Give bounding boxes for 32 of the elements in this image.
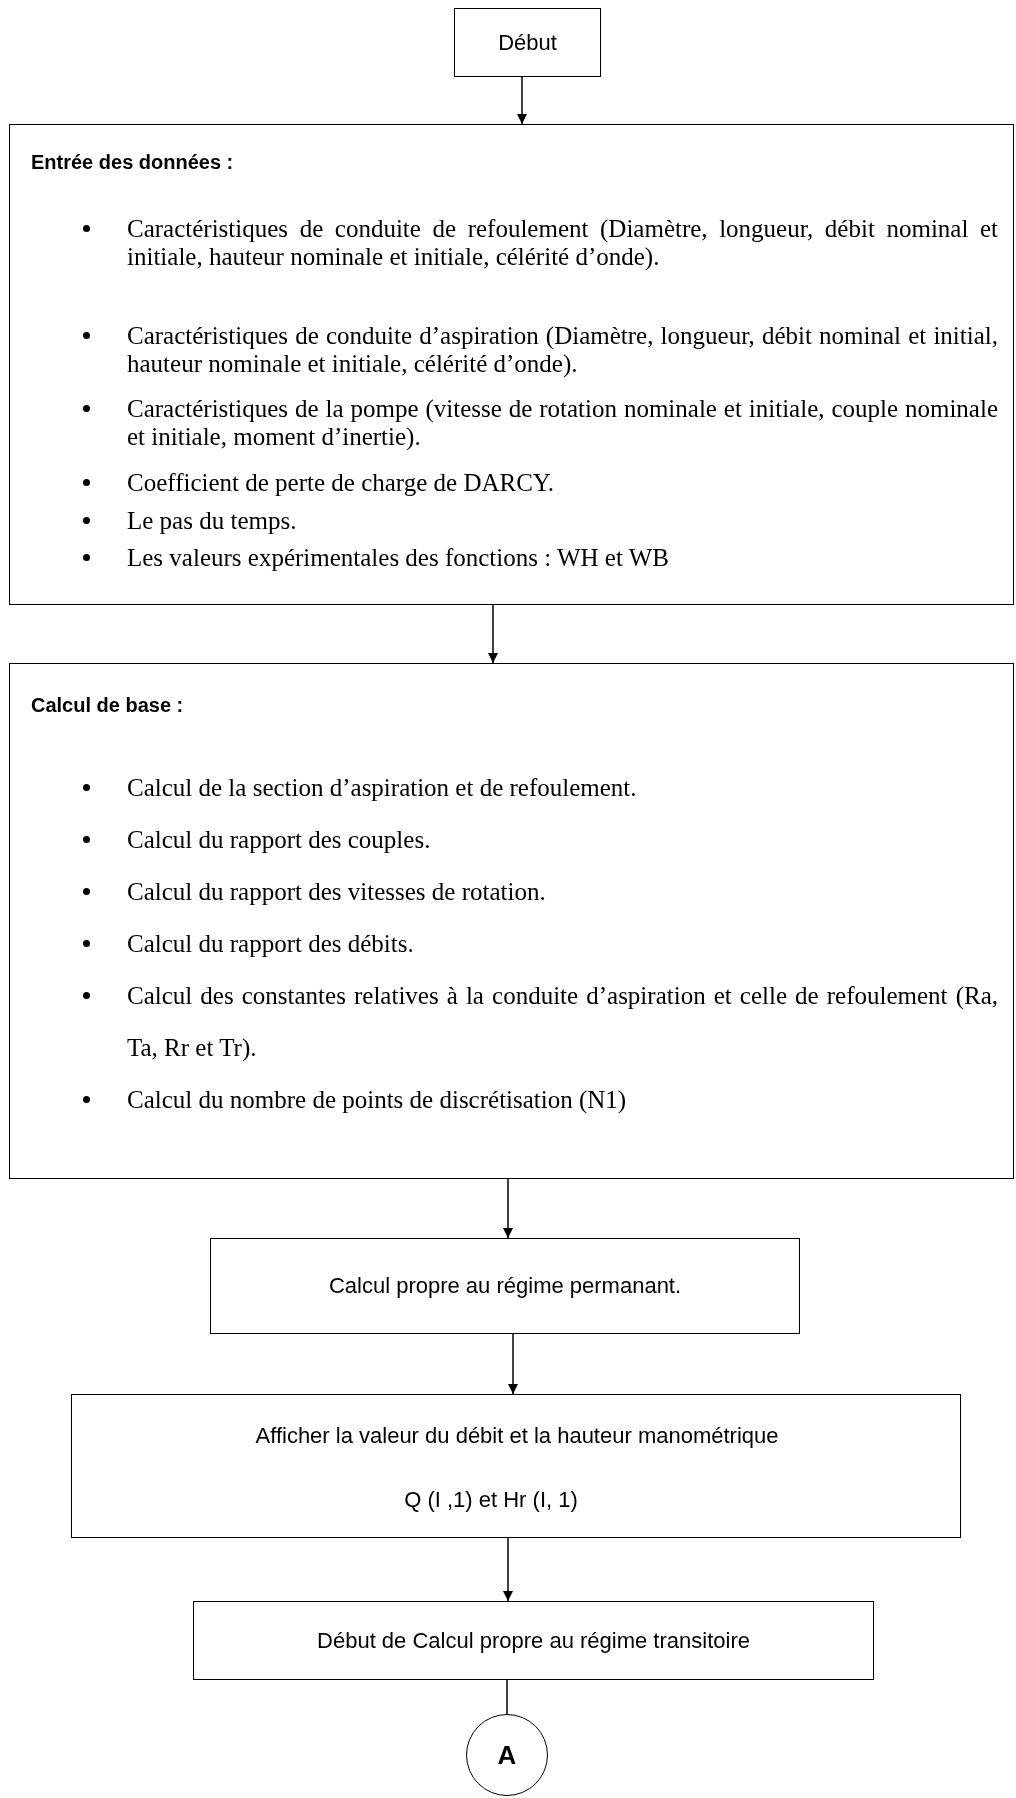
bullet-item: Calcul de la section d’aspiration et de refoulement. (127, 773, 638, 803)
section-heading: Entrée des données : (31, 151, 234, 174)
bullet-item: Calcul du rapport des couples. (127, 825, 432, 855)
connector-line (506, 1679, 508, 1715)
process-box (9, 124, 1014, 605)
bullet-item: Calcul du nombre de points de discrétisation (N1) (127, 1085, 628, 1116)
bullet-item: Calcul du rapport des vitesses de rotation. (127, 877, 547, 907)
process-box (71, 1394, 961, 1538)
arrow (503, 1537, 513, 1602)
bullet-item: Le pas du temps. (127, 507, 298, 535)
bullet-item: Caractéristiques de la pompe (vitesse de rotation nominale et initiale, couple nominale et initiale, moment d’inertie). (127, 395, 998, 450)
bullet-item: Caractéristiques de conduite de refoulement (Diamètre, longueur, débit nominal et initiale, hauteur nominale et initiale, célérité d’onde). (127, 215, 998, 270)
bullet-item: Calcul des constantes relatives à la conduite d’aspiration et celle de refoulement (Ra, Ta, Rr et Tr). (127, 981, 998, 1063)
bullet-item: Calcul du rapport des débits. (127, 929, 415, 959)
arrow (508, 1333, 518, 1395)
process-box (9, 663, 1014, 1179)
bullet-item: Caractéristiques de conduite d’aspiration (Diamètre, longueur, débit nominal et initial, hauteur nominale et initiale, célérité d’onde). (127, 322, 998, 377)
bullet-item: Les valeurs expérimentales des fonctions : WH et WB (127, 544, 670, 572)
box-text: A (497, 1739, 517, 1771)
arrow (488, 604, 498, 664)
arrow (517, 76, 527, 125)
box-text: Afficher la valeur du débit et la hauteur manométrique (255, 1423, 779, 1449)
box-text: Calcul propre au régime permanant. (328, 1273, 682, 1299)
box-text: Début (498, 29, 557, 56)
process-box (454, 8, 601, 77)
section-heading: Calcul de base : (31, 694, 184, 717)
box-text: Début de Calcul propre au régime transitoire (317, 1627, 750, 1654)
bullet-item: Coefficient de perte de charge de DARCY. (127, 469, 555, 497)
arrow (503, 1178, 513, 1239)
box-text: Q (I ,1) et Hr (I, 1) (404, 1487, 578, 1513)
process-box (193, 1601, 874, 1680)
process-box (210, 1238, 800, 1334)
